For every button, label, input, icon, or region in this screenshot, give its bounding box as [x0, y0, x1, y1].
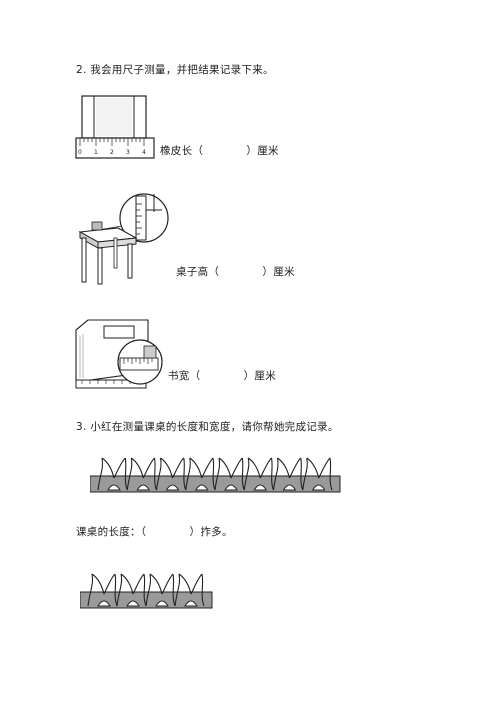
desk-edge — [80, 591, 213, 609]
eraser-ruler-figure: 0 1 2 3 4 — [74, 94, 156, 160]
hand-palm-icon — [165, 484, 180, 491]
desk-length-label: 课桌的长度：（ ）拃多。 — [76, 526, 233, 538]
hand-span-icon — [214, 457, 245, 491]
hand-span-icon — [145, 573, 176, 607]
desk-width-hand-spans-figure — [80, 570, 214, 610]
hand-palm-icon — [155, 600, 169, 607]
ruler-tick-label: 4 — [142, 149, 146, 156]
hand-palm-icon — [184, 600, 198, 607]
book-width-figure — [74, 312, 174, 392]
ruler-tick-label: 3 — [126, 149, 130, 156]
question-3-title: 3. 小红在测量课桌的长度和宽度，请你帮她完成记录。 — [76, 421, 339, 433]
hand-span-icon — [243, 457, 275, 491]
desk-edge — [90, 475, 341, 493]
hand-span-icon — [155, 457, 187, 491]
eraser-length-label: 橡皮长（ ）厘米 — [160, 145, 279, 157]
desk-height-figure — [78, 192, 178, 286]
hand-palm-icon — [107, 484, 121, 491]
hand-palm-icon — [97, 600, 111, 607]
ruler-tick-label: 2 — [110, 149, 114, 156]
desk-height-label: 桌子高（ ）厘米 — [176, 266, 295, 278]
hand-span-icon — [185, 457, 216, 491]
hand-span-icon — [174, 573, 205, 607]
hand-palm-icon — [126, 600, 140, 607]
hand-palm-icon — [136, 484, 151, 491]
hand-span-icon — [126, 457, 158, 491]
book-width-label: 书宽（ ）厘米 — [168, 370, 276, 382]
hand-span-icon — [272, 457, 304, 491]
hand-palm-icon — [311, 484, 326, 491]
hand-span-icon — [97, 457, 128, 491]
hand-palm-icon — [224, 484, 238, 491]
ruler-tick-label: 0 — [78, 149, 82, 156]
ruler-tick-label: 1 — [94, 149, 98, 156]
hand-palm-icon — [194, 484, 209, 491]
hand-span-icon — [302, 457, 333, 491]
hand-span-icon — [116, 573, 147, 607]
hand-palm-icon — [253, 484, 268, 491]
hand-palm-icon — [282, 484, 297, 491]
hand-span-icon — [87, 573, 118, 607]
question-2-title: 2. 我会用尺子测量，并把结果记录下来。 — [76, 64, 274, 76]
desk-length-hand-spans-figure — [90, 452, 342, 494]
